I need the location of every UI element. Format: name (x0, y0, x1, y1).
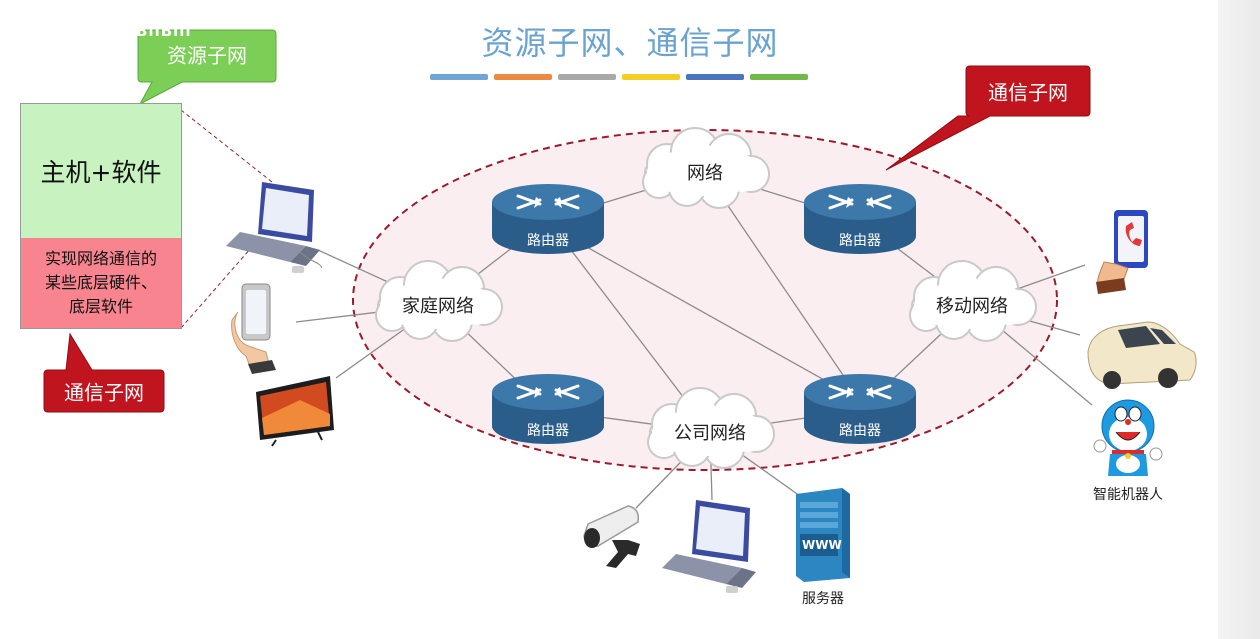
security-camera-icon (583, 505, 640, 568)
cloud-mobile-network-label: 移动网络 (936, 296, 1008, 317)
callout-comm-subnet-left-text: 通信子网 (64, 380, 144, 405)
color-bar-1 (430, 74, 488, 80)
robot-icon (1093, 399, 1163, 476)
robot-label: 智能机器人 (1093, 487, 1163, 503)
router-top-right-label: 路由器 (839, 233, 881, 249)
page-title: 资源子网、通信子网 (481, 24, 779, 62)
color-bar-4 (622, 74, 680, 80)
color-bar-3 (558, 74, 616, 80)
phone-in-hand-icon (231, 283, 276, 374)
callout-comm-subnet-left (43, 332, 165, 413)
laptop-icon (226, 182, 323, 273)
router-bottom-left-label: 路由器 (527, 423, 569, 439)
server-screen-text: WWW (802, 538, 842, 552)
legend-dashed-lines (180, 109, 273, 329)
color-bar-6 (750, 74, 808, 80)
callout-resource-subnet-text: 资源子网 (167, 43, 247, 68)
legend-line-2: 某些底层硬件、 (44, 273, 157, 292)
cloud-company-network-label: 公司网络 (674, 423, 746, 444)
title-color-bars (430, 74, 808, 80)
color-bar-5 (686, 74, 744, 80)
color-bar-2 (494, 74, 552, 80)
cloud-network-label: 网络 (687, 163, 723, 184)
callout-comm-subnet-right-text: 通信子网 (988, 80, 1068, 105)
server-icon (796, 488, 850, 582)
television-icon (256, 376, 334, 447)
mobile-phone-icon (1096, 210, 1148, 294)
legend-host-software: 主机+软件 (21, 104, 181, 238)
cloud-home-network-label: 家庭网络 (402, 296, 474, 317)
server-label: 服务器 (802, 591, 844, 607)
right-edge-shade (1218, 0, 1260, 639)
laptop-bottom-icon (662, 500, 756, 593)
router-top-left-label: 路由器 (527, 233, 569, 249)
legend-line-1: 实现网络通信的 (44, 249, 157, 268)
callout-resource-subnet (137, 29, 277, 106)
router-bottom-right-label: 路由器 (839, 423, 881, 439)
bilibili-logo: BilBili (136, 22, 192, 40)
car-icon (1087, 321, 1197, 389)
legend-line-3: 底层软件 (68, 297, 133, 316)
legend-low-level: 实现网络通信的 某些底层硬件、 底层软件 (21, 238, 181, 328)
legend-box: 主机+软件 实现网络通信的 某些底层硬件、 底层软件 (20, 103, 182, 329)
callout-comm-subnet-right (885, 65, 1091, 171)
